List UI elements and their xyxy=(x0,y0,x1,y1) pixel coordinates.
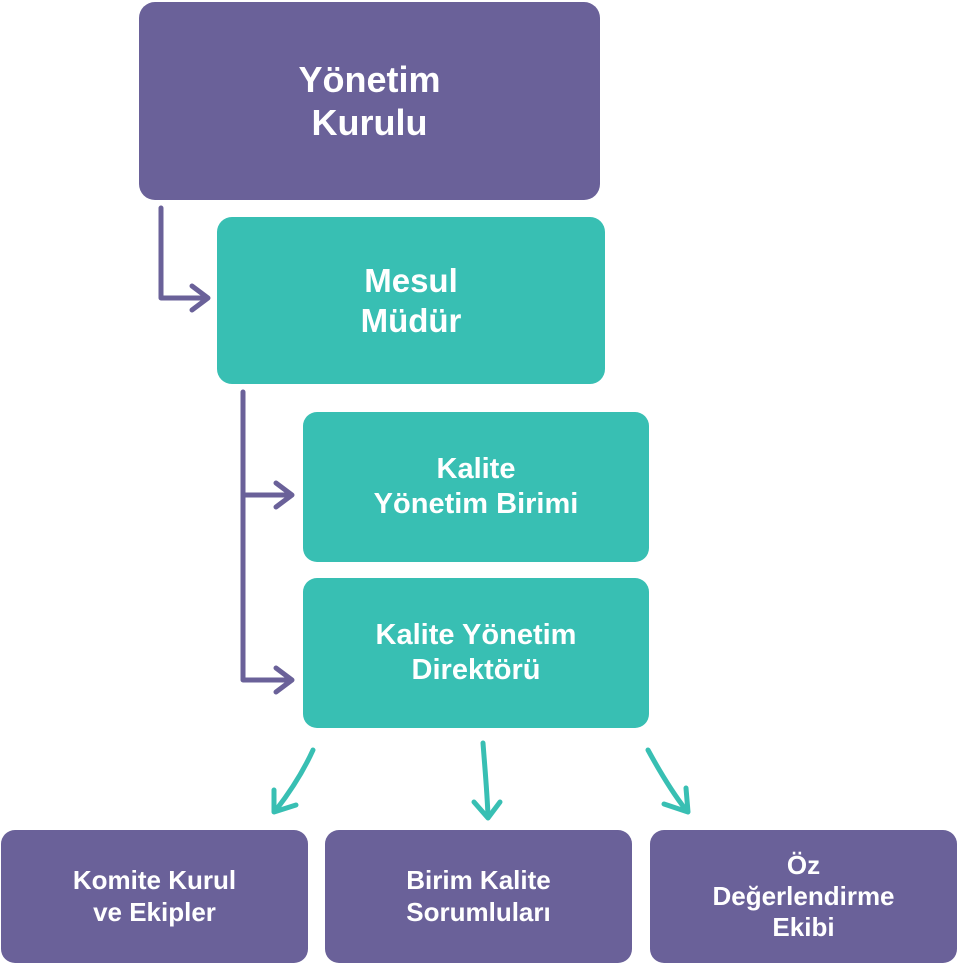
node-mesul-mudur: Mesul Müdür xyxy=(217,217,605,384)
node-label-line: Sorumluları xyxy=(406,896,551,927)
node-komite-kurul-ekipler: Komite Kurul ve Ekipler xyxy=(1,830,308,963)
node-label-line: Müdür xyxy=(360,301,462,339)
node-label-line: Değerlendirme xyxy=(712,880,895,911)
node-label-line: Öz xyxy=(786,849,821,880)
node-birim-kalite-sorumlulari: Birim Kalite Sorumluları xyxy=(325,830,632,963)
node-kalite-yonetim-birimi: Kalite Yönetim Birimi xyxy=(303,412,649,562)
node-label-line: Direktörü xyxy=(411,654,541,686)
node-label-line: Kurulu xyxy=(311,102,428,143)
node-label-line: Yönetim xyxy=(298,58,441,100)
connector-mesul-to-kalite xyxy=(240,389,295,695)
connector-direktor-to-teams xyxy=(271,740,691,821)
node-oz-degerlendirme-ekibi: Öz Değerlendirme Ekibi xyxy=(650,830,957,963)
node-label-line: Ekibi xyxy=(772,912,835,943)
node-yonetim-kurulu: Yönetim Kurulu xyxy=(139,2,600,200)
node-label-line: ve Ekipler xyxy=(93,896,216,927)
node-label-line: Birim Kalite xyxy=(406,865,551,896)
node-label-line: Yönetim Birimi xyxy=(373,488,579,520)
node-label-line: Komite Kurul xyxy=(72,865,237,896)
connector-yonetim-to-mesul xyxy=(158,205,211,313)
node-label-line: Kalite xyxy=(436,453,516,486)
node-label-line: Kalite Yönetim xyxy=(375,619,577,652)
node-kalite-yonetim-direktoru: Kalite Yönetim Direktörü xyxy=(303,578,649,728)
node-label-line: Mesul xyxy=(364,261,458,299)
